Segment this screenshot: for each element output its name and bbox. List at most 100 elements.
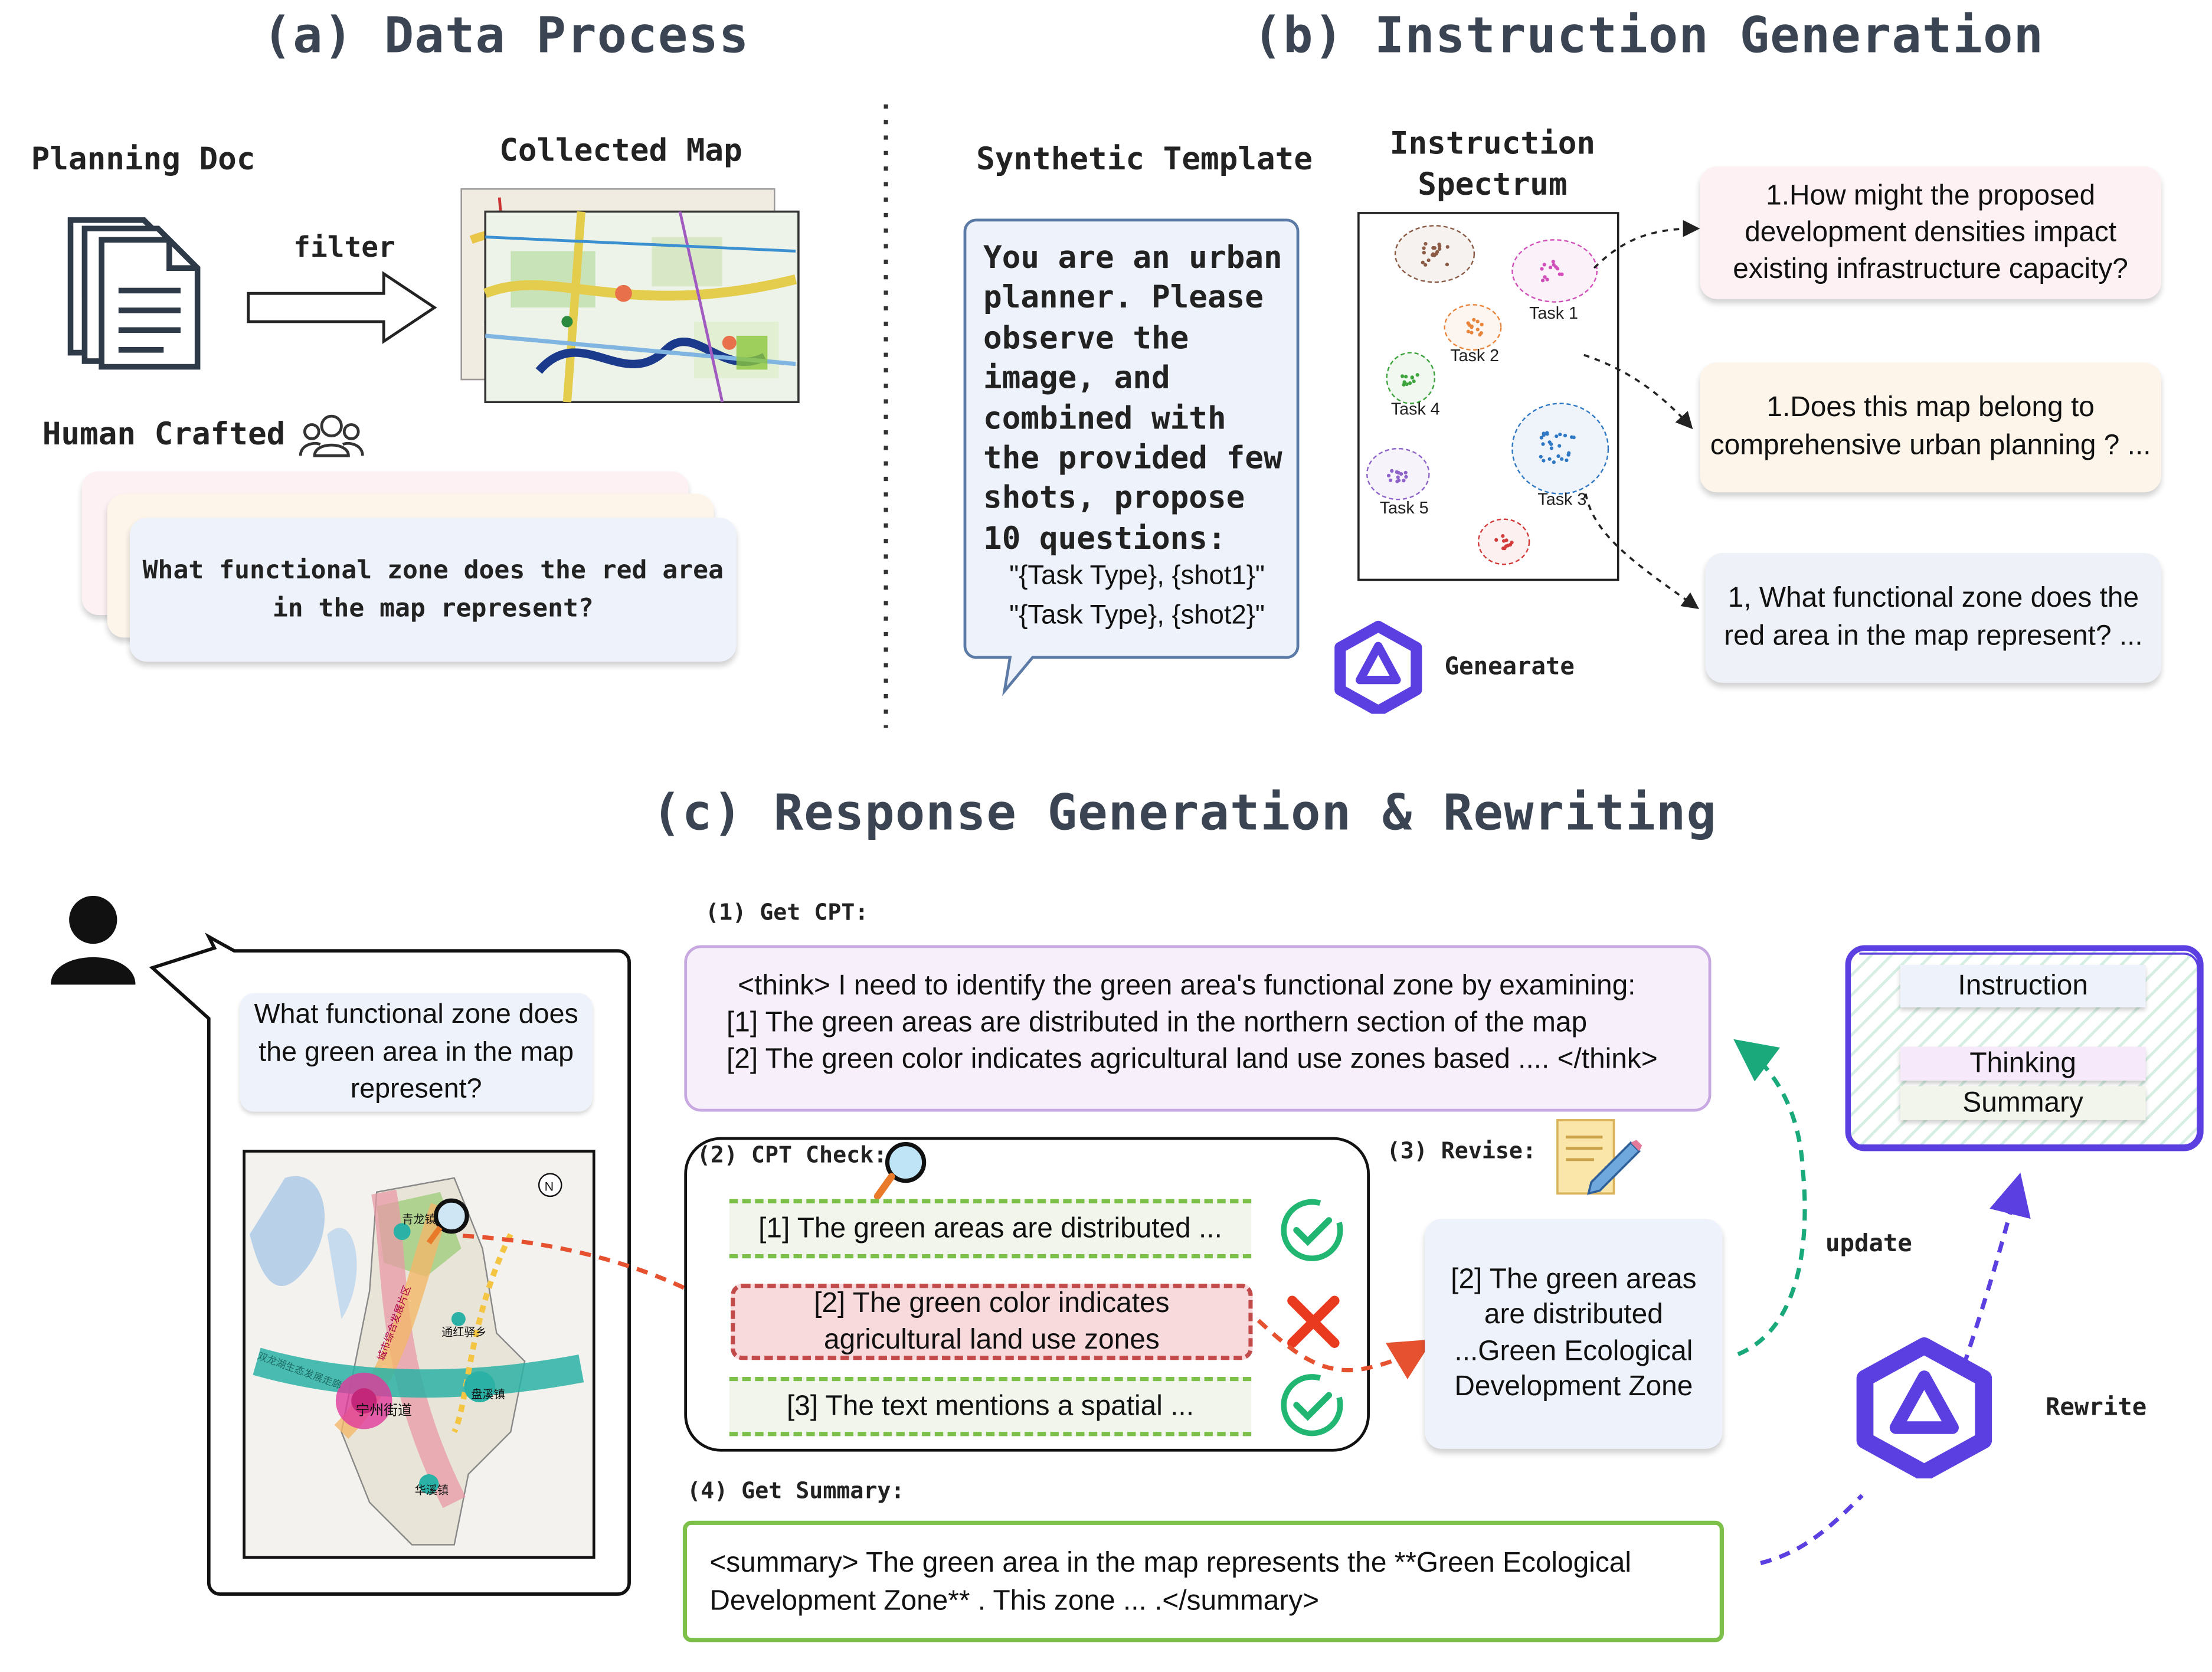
cluster-task3-point xyxy=(1542,433,1546,437)
document-stack-icon xyxy=(67,217,201,370)
task-1-label: Task 1 xyxy=(1529,304,1578,323)
cluster-task1-point xyxy=(1551,260,1555,264)
cluster-task1-point xyxy=(1543,275,1547,279)
task-4-label: Task 4 xyxy=(1391,400,1440,419)
template-text: You are an urban planner. Please observe… xyxy=(983,241,1282,557)
task-3-label: Task 3 xyxy=(1537,490,1586,509)
cluster-red-point xyxy=(1501,534,1505,538)
instruction-spectrum-plot: Task 1 Task 2 Task 3 Task 4 Task 5 xyxy=(1357,212,1619,581)
cluster-task1-point xyxy=(1555,267,1560,271)
urban-planning-map: 宁州街道 青龙镇 通红驿乡 盘溪镇 华溪镇 双龙湖生态发展走廊 城市综合发展片区… xyxy=(243,1150,595,1559)
check-item-2: [2] The green color indicates agricultur… xyxy=(731,1284,1253,1360)
cluster-task4-point xyxy=(1410,375,1414,380)
cluster-task3-point xyxy=(1541,442,1545,446)
cluster-a-point xyxy=(1421,260,1425,264)
cluster-a-point xyxy=(1424,263,1428,267)
rewrite-model-logo-icon xyxy=(1856,1337,1992,1479)
cluster-task2-point xyxy=(1475,319,1480,323)
cluster-task1-point xyxy=(1552,263,1556,267)
cluster-task4-point xyxy=(1404,375,1408,379)
cluster-task1-point xyxy=(1540,279,1545,283)
cluster-task4-point xyxy=(1405,382,1409,387)
cluster-task3-point xyxy=(1539,454,1543,459)
spectrum-arrows xyxy=(1580,220,1700,610)
map-label-0: 宁州街道 xyxy=(355,1402,412,1418)
summary-box: <summary> The green area in the map repr… xyxy=(682,1520,1724,1642)
user-icon xyxy=(51,895,136,985)
template-speech-bubble xyxy=(963,218,1300,696)
edit-document-icon xyxy=(1556,1119,1642,1195)
cluster-a-point xyxy=(1422,246,1426,250)
collected-map-label: Collected Map xyxy=(499,134,742,169)
cluster-red-point xyxy=(1501,547,1506,551)
cluster-task3-point xyxy=(1567,451,1571,455)
cluster-task5-point xyxy=(1386,473,1391,477)
cluster-task2-point xyxy=(1467,323,1471,327)
human-crafted-label: Human Crafted xyxy=(42,417,286,453)
cluster-task2-point xyxy=(1479,331,1483,335)
output-instruction: Instruction xyxy=(1900,964,2146,1007)
cluster-task1-point xyxy=(1548,266,1553,270)
section-a-title: (a) Data Process xyxy=(262,8,750,65)
cluster-task3-point xyxy=(1557,444,1562,448)
cluster-task5-point xyxy=(1404,475,1408,479)
map-label-1: 青龙镇 xyxy=(402,1213,436,1226)
map-label-2: 通红驿乡 xyxy=(441,1326,486,1339)
model-logo-icon xyxy=(1334,620,1422,714)
revise-card: [2] The green areas are distributed ...G… xyxy=(1425,1219,1723,1449)
cluster-task5-point xyxy=(1388,478,1393,482)
cluster-task4-point xyxy=(1408,381,1412,385)
map-label-3: 盘溪镇 xyxy=(471,1388,505,1401)
collected-map-thumbnails xyxy=(460,188,800,404)
cluster-task4-point xyxy=(1402,380,1406,384)
cluster-task1-point xyxy=(1540,267,1544,271)
cluster-a-point xyxy=(1422,251,1426,255)
cluster-a-point xyxy=(1431,246,1435,250)
cluster-task4-point xyxy=(1415,373,1419,377)
cluster-task3-point xyxy=(1565,458,1569,463)
generated-question-1: 1.How might the proposed development den… xyxy=(1700,166,2161,299)
instruction-spectrum-label: Instruction Spectrum xyxy=(1389,127,1596,204)
check-item-1: [1] The green areas are distributed ... xyxy=(729,1199,1252,1259)
cluster-task3-point xyxy=(1549,446,1554,450)
rewrite-label: Rewrite xyxy=(2045,1393,2147,1422)
template-shot1: "{Task Type}, {shot1}" xyxy=(1009,561,1265,591)
cluster-task2-point xyxy=(1466,329,1470,333)
cluster-task1 xyxy=(1511,239,1598,303)
generate-label: Genearate xyxy=(1444,653,1575,682)
generated-question-3: 1, What functional zone does the red are… xyxy=(1705,553,2161,683)
cluster-task3-point xyxy=(1549,442,1553,446)
cpt-line-1: <think> I need to identify the green are… xyxy=(738,970,1636,1002)
synthetic-template-label: Synthetic Template xyxy=(976,142,1313,178)
section-divider xyxy=(884,104,888,728)
cluster-task5-point xyxy=(1403,470,1408,475)
cluster-task3-point xyxy=(1547,457,1552,461)
cluster-a-point xyxy=(1434,251,1438,256)
cluster-task5-point xyxy=(1390,469,1394,473)
user-question-card: What functional zone does the green area… xyxy=(240,993,593,1112)
svg-text:N: N xyxy=(545,1179,554,1193)
cluster-task1-point xyxy=(1542,263,1546,267)
cluster-task3-point xyxy=(1563,433,1568,438)
cluster-task5-point xyxy=(1395,479,1399,483)
template-shot2: "{Task Type}, {shot2}" xyxy=(1009,601,1265,631)
cluster-a-point xyxy=(1445,263,1449,267)
section-b-title: (b) Instruction Generation xyxy=(1252,8,2044,65)
check-pass-icon-3 xyxy=(1281,1374,1343,1437)
cluster-task3-point xyxy=(1560,457,1564,461)
cluster-task3-point xyxy=(1542,459,1546,463)
cluster-task5-point xyxy=(1396,475,1400,479)
cluster-task2-point xyxy=(1480,322,1484,326)
output-thinking: Thinking xyxy=(1900,1046,2146,1081)
cluster-task3-point xyxy=(1556,454,1560,459)
cpt-line-2: [1] The green areas are distributed in t… xyxy=(727,1007,1588,1039)
cluster-a-point xyxy=(1426,258,1431,263)
cluster-task3-point xyxy=(1570,435,1574,439)
cluster-a-point xyxy=(1424,241,1428,246)
task-5-label: Task 5 xyxy=(1380,499,1429,518)
cluster-task3-point xyxy=(1555,434,1559,439)
cluster-task3 xyxy=(1511,403,1609,495)
cluster-a-point xyxy=(1438,244,1442,248)
cluster-task3-point xyxy=(1539,436,1543,440)
